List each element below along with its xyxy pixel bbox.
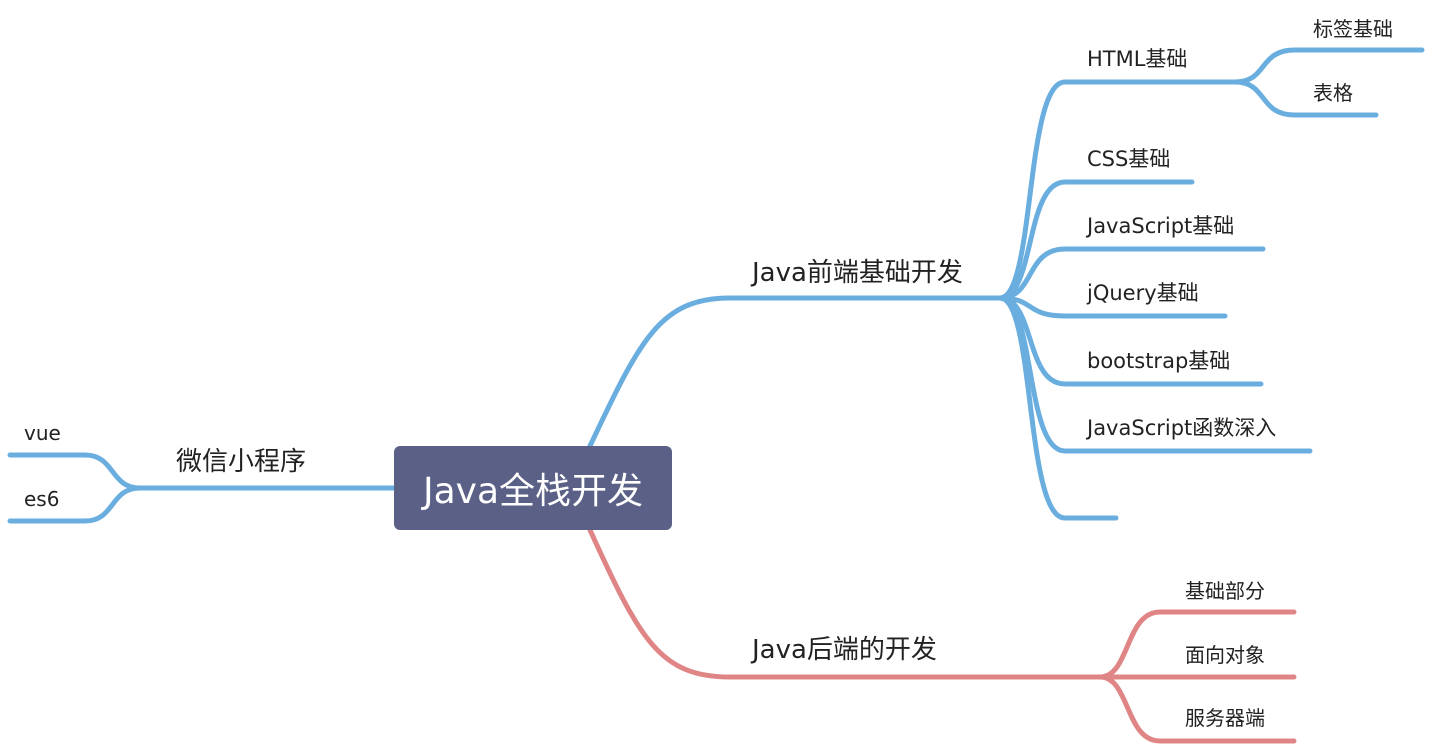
node-server-side[interactable]: 服务器端 (1185, 706, 1265, 730)
node-html-basics[interactable]: HTML基础 (1087, 47, 1188, 71)
node-backend-basics[interactable]: 基础部分 (1185, 579, 1265, 603)
connector-html-table (1232, 79, 1379, 118)
node-oop[interactable]: 面向对象 (1185, 643, 1265, 667)
node-es6[interactable]: es6 (24, 487, 60, 511)
connector-frontend-html (997, 79, 1238, 301)
node-frontend[interactable]: Java前端基础开发 (752, 258, 963, 288)
node-javascript-basics[interactable]: JavaScript基础 (1087, 214, 1235, 238)
connector-backend-basic (1097, 609, 1297, 680)
root-node-label: Java全栈开发 (422, 471, 644, 512)
connector-root-frontend (587, 295, 1003, 449)
node-javascript-functions[interactable]: JavaScript函数深入 (1087, 416, 1277, 440)
node-vue[interactable]: vue (24, 421, 61, 445)
connector-html-tags (1232, 47, 1425, 85)
connector-backend-server (1097, 674, 1297, 744)
node-jquery-basics[interactable]: jQuery基础 (1087, 281, 1199, 305)
node-backend[interactable]: Java后端的开发 (752, 635, 937, 665)
node-css-basics[interactable]: CSS基础 (1087, 147, 1171, 171)
connector-root-backend (587, 527, 1103, 680)
node-miniprogram[interactable]: 微信小程序 (176, 447, 307, 477)
node-bootstrap-basics[interactable]: bootstrap基础 (1087, 349, 1231, 373)
connector-miniprogram-es6 (7, 485, 143, 524)
node-tables[interactable]: 表格 (1313, 81, 1353, 105)
connector-frontend-empty (997, 295, 1119, 521)
connector-frontend-css (997, 179, 1195, 301)
node-tag-basics[interactable]: 标签基础 (1313, 17, 1393, 41)
connector-frontend-js (997, 246, 1266, 301)
root-node[interactable]: Java全栈开发 (394, 446, 672, 530)
connector-miniprogram-vue (7, 452, 143, 491)
